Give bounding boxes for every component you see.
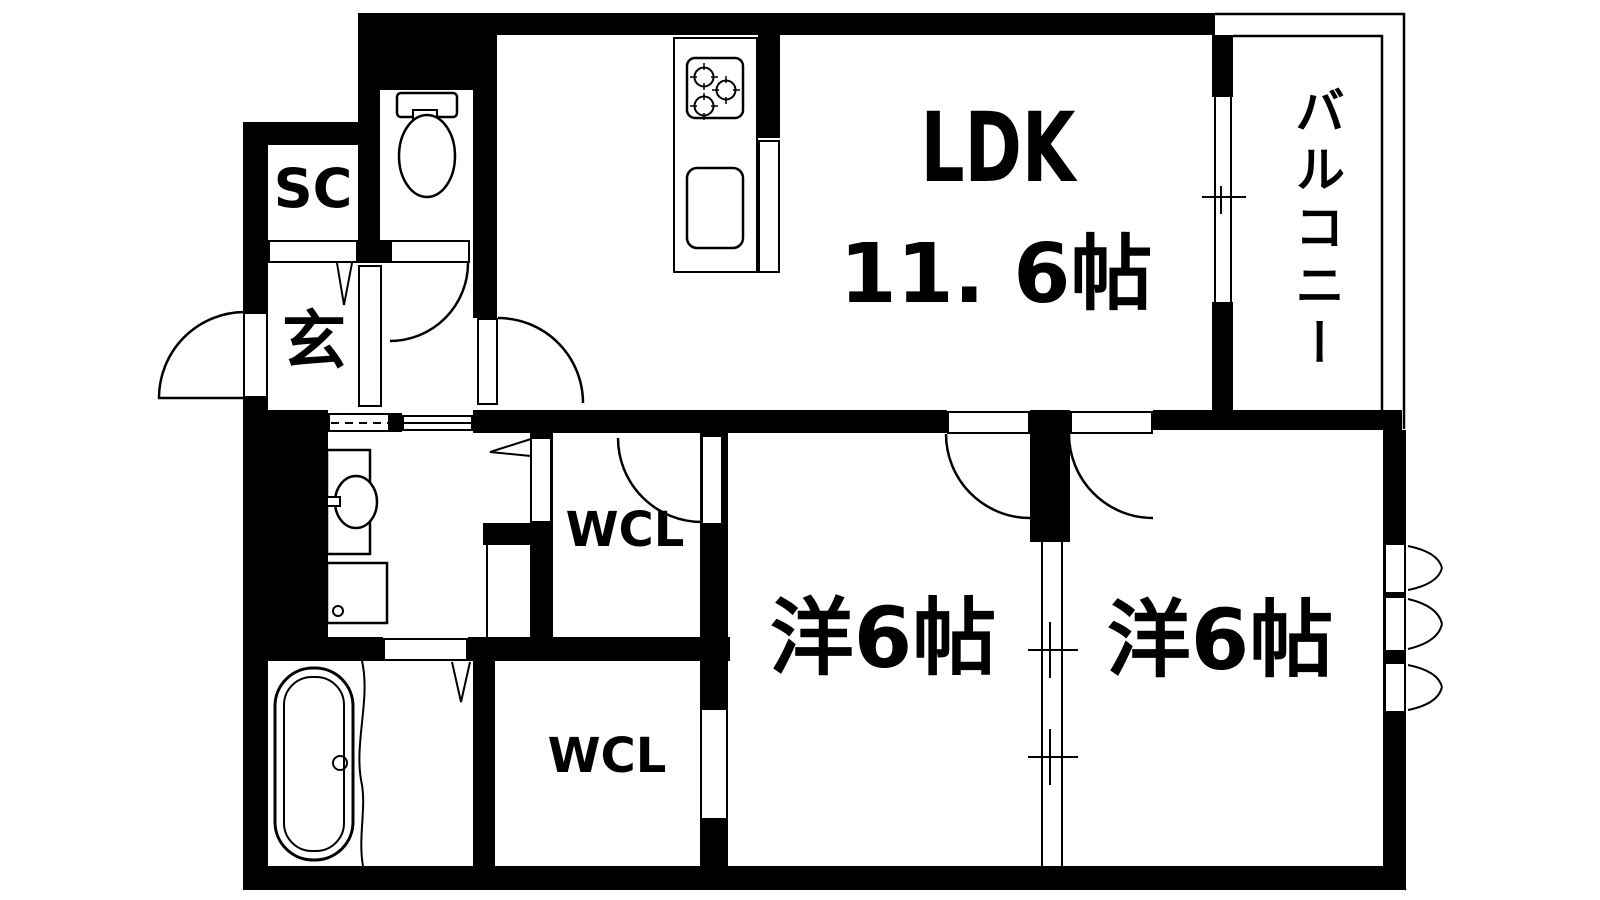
room-label-bedroom-right: 洋6帖 — [1106, 591, 1334, 689]
bedroom-right-door-opening — [1070, 411, 1153, 434]
wall-balcony-post-bottom — [1212, 302, 1233, 410]
wall-left-column — [243, 410, 328, 640]
wall-partition-head — [1030, 410, 1070, 542]
washing-machine-pan — [325, 561, 389, 625]
wall-hall-ldk — [473, 90, 497, 318]
wall-bottom — [243, 866, 1406, 890]
hall-ldk-door-leaf — [477, 318, 498, 405]
room-label-wcl-lower: WCL — [547, 728, 667, 784]
room-label-sc: SC — [273, 157, 353, 220]
kitchen-counter — [673, 37, 758, 273]
balcony-window — [1202, 97, 1246, 302]
wall-left-upper — [243, 145, 268, 312]
room-size-ldk: 11. 6帖 — [839, 227, 1153, 322]
wall-left-lower — [243, 640, 268, 890]
wall-right — [1383, 430, 1406, 890]
bedroom-left-door-opening — [947, 411, 1030, 434]
sc-folding-door-mark — [336, 262, 353, 306]
room-label-balcony: バルコニー — [1287, 85, 1345, 375]
wall-kitchen-stub — [758, 35, 780, 138]
wall-balcony-post-top — [1212, 35, 1233, 97]
bathroom-door-strip — [383, 638, 468, 661]
casement-window-3 — [1384, 662, 1406, 713]
entrance-door-panel — [243, 312, 268, 398]
room-label-bedroom-left: 洋6帖 — [769, 589, 997, 687]
wall-stub-toilet — [358, 240, 392, 263]
genkan-step-strip — [358, 265, 382, 407]
bedroom-left-door-arc — [944, 433, 1031, 520]
kitchen-counter-edge — [758, 140, 780, 273]
toilet-fixture — [395, 91, 459, 199]
wall-washroom-shelf — [483, 523, 553, 545]
wcl-lower-opening — [700, 708, 728, 820]
toilet-door-strip — [390, 240, 470, 263]
wall-sc-top — [243, 122, 358, 145]
room-label-ldk: LDK — [920, 92, 1076, 204]
bedroom-right-door-arc — [1067, 433, 1154, 520]
sc-shelf-strip — [268, 240, 358, 263]
wall-top — [358, 13, 1215, 35]
casement-window-petals — [1407, 545, 1443, 711]
casement-window-2 — [1384, 596, 1406, 652]
bathroom-folding-door-mark — [451, 661, 471, 703]
washroom-wcl-sliding-panel — [530, 437, 552, 523]
wall-toilet-left — [358, 90, 380, 240]
wall-mid-band-a — [243, 637, 383, 661]
washroom-sliding-track — [402, 415, 473, 431]
wall-mid-band-b — [468, 637, 730, 661]
entrance-door-arc — [157, 310, 246, 400]
toilet-door-arc — [389, 262, 470, 343]
sliding-door-triangle — [489, 437, 532, 458]
room-label-entrance: 玄 — [282, 305, 346, 379]
casement-window-1 — [1384, 543, 1406, 594]
wall-corner-block — [358, 13, 497, 90]
bathtub — [273, 660, 366, 867]
hall-ldk-door-arc — [497, 316, 585, 404]
wall-ldk-bottom-a — [473, 410, 947, 433]
genkan-dashed-strip — [328, 413, 390, 432]
washbasin — [325, 448, 379, 556]
wall-wcl2-left — [473, 661, 495, 866]
wcl-upper-door-leaf — [701, 435, 723, 525]
room-label-wcl-upper: WCL — [565, 502, 685, 558]
bedroom-partition-track — [1028, 542, 1078, 866]
wall-track-stub — [390, 413, 402, 432]
